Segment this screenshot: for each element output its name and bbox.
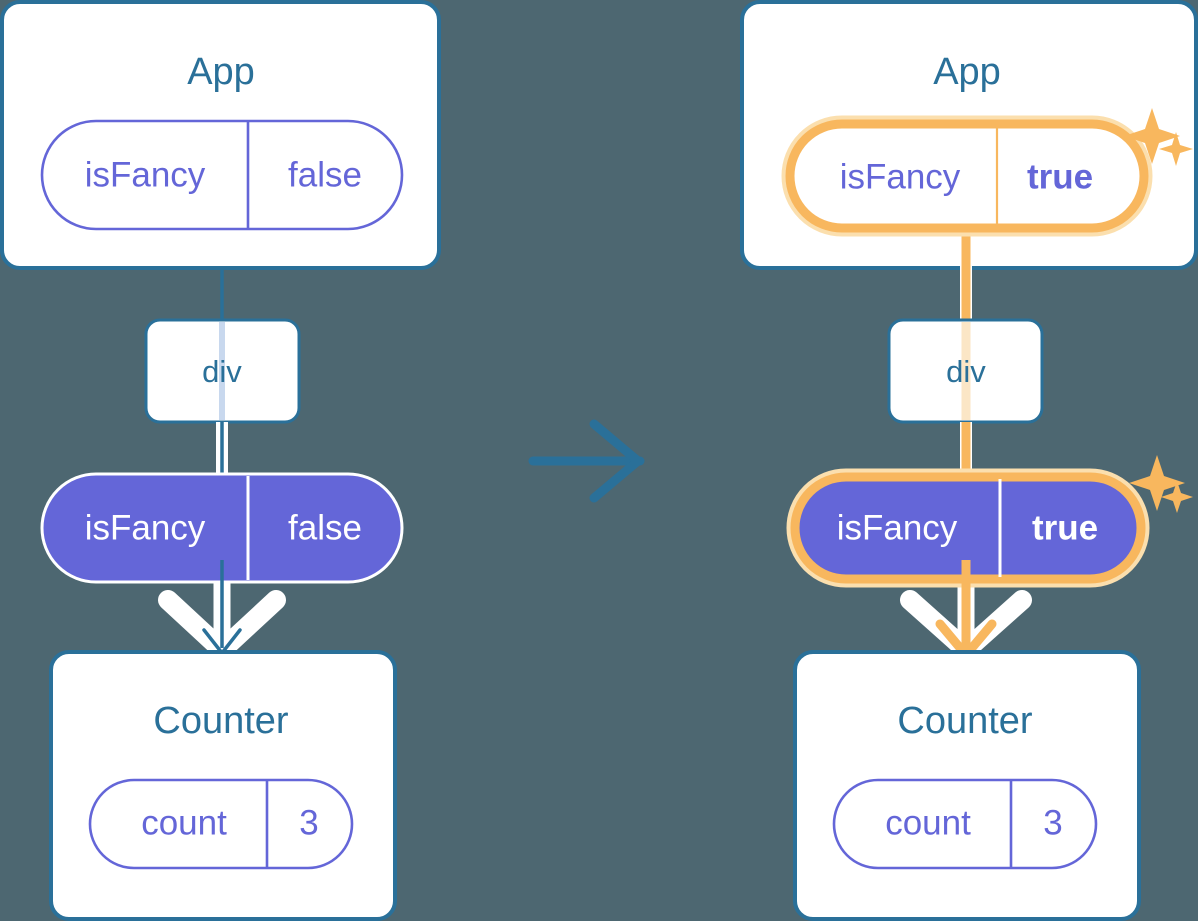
dom-node-box-before: div (144, 318, 301, 424)
app-state-value-before: false (288, 155, 362, 194)
sparkle-icon-app-after (1124, 108, 1193, 166)
arrow-right-icon (528, 419, 645, 503)
counter-title-before: Counter (153, 700, 289, 742)
panel-before: App isFancy false div (0, 0, 441, 921)
dom-node-label-before: div (202, 354, 242, 389)
app-component-box-before: App isFancy false (0, 0, 441, 270)
counter-state-pill-after: count 3 (832, 778, 1098, 870)
prop-pill-after: isFancy true (786, 468, 1150, 588)
prop-pill-value-before: false (288, 508, 362, 547)
app-state-pill-after: isFancy true (781, 115, 1153, 237)
dom-node-box-after: div (887, 318, 1044, 424)
panel-after: App isFancy true (740, 0, 1198, 921)
prop-pill-name-before: isFancy (85, 508, 206, 547)
dom-node-label-after: div (946, 354, 986, 389)
counter-state-value-after: 3 (1043, 803, 1062, 842)
counter-state-name-after: count (885, 803, 971, 842)
app-state-value-after: true (1027, 157, 1093, 196)
counter-component-box-before: Counter count 3 (49, 650, 397, 921)
counter-state-pill-before: count 3 (88, 778, 354, 870)
counter-title-after: Counter (897, 700, 1033, 742)
app-state-pill-before: isFancy false (40, 119, 404, 231)
app-state-name-after: isFancy (840, 157, 961, 196)
counter-state-name-before: count (141, 803, 227, 842)
sparkle-icon-prop-after (1129, 455, 1193, 513)
prop-pill-value-after: true (1032, 508, 1098, 547)
app-title-before: App (187, 51, 255, 93)
app-title-after: App (933, 51, 1001, 93)
prop-pill-name-after: isFancy (837, 508, 958, 547)
counter-component-box-after: Counter count 3 (793, 650, 1141, 921)
app-state-name-before: isFancy (85, 155, 206, 194)
prop-pill-before: isFancy false (40, 472, 404, 584)
counter-state-value-before: 3 (299, 803, 318, 842)
